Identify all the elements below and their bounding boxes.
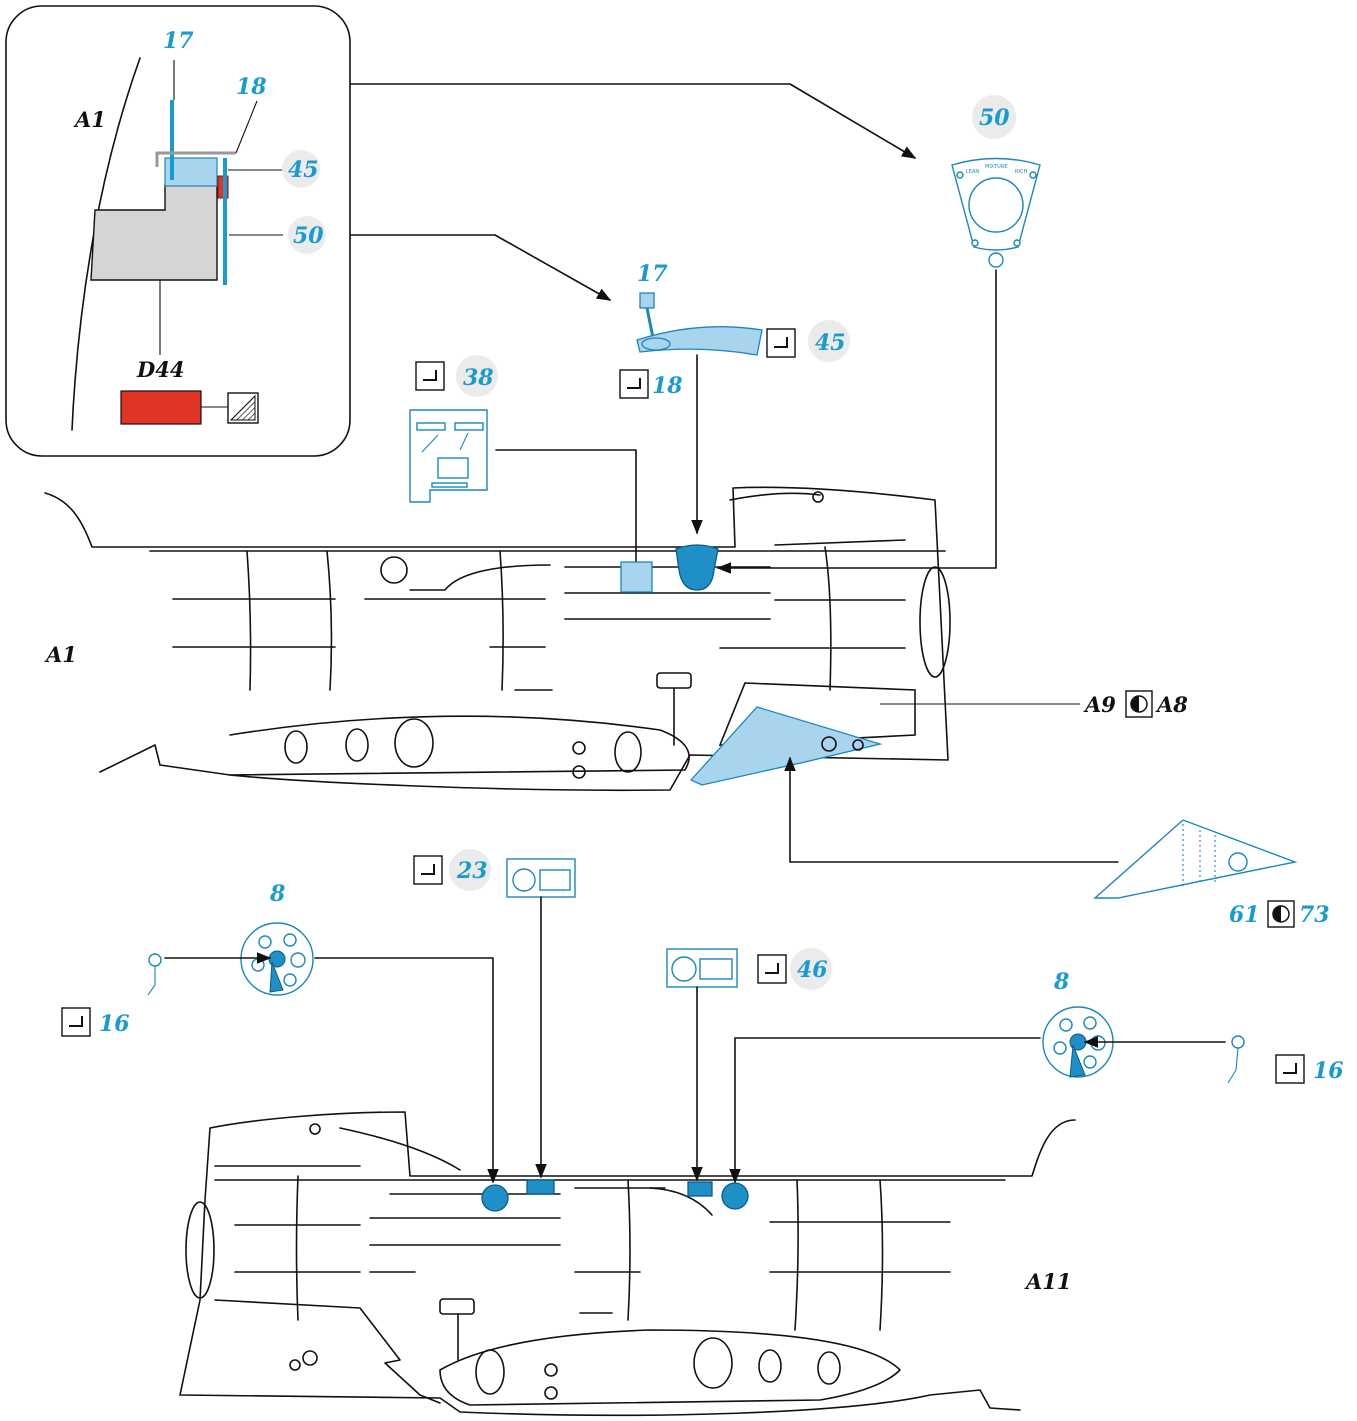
fuselage-dial-right (721, 1182, 749, 1210)
pe-text-mixture: MIXTURE (985, 164, 1007, 170)
label-throttle-18: 18 (652, 373, 683, 399)
left-right-mirror-icon (1125, 690, 1153, 718)
dial-left-8: 8 (240, 881, 314, 996)
leader-50-to-fuselage (716, 269, 997, 574)
pe-part-50: 50 LEAN MIXTURE RICH (951, 95, 1041, 268)
fuselage-part-38 (620, 561, 653, 593)
leader-to-50 (349, 83, 917, 159)
inset-part-18 (155, 151, 236, 167)
fuselage-part-23 (526, 1179, 555, 1195)
label-fuselage-a11: A11 (1024, 1269, 1072, 1294)
label-a8: A8 (1155, 692, 1188, 717)
label-73: 73 (1299, 902, 1330, 928)
bend-fold-icon (61, 1007, 91, 1037)
leader-to-throttle (349, 234, 612, 301)
throttle-quadrant (636, 326, 763, 356)
label-45: 45 (288, 157, 319, 183)
pe-triangle-61-73 (1093, 819, 1298, 899)
bend-fold-icon (757, 954, 787, 984)
label-61: 61 (1229, 902, 1260, 928)
bubble-38 (456, 355, 498, 397)
pe-text-rich: RICH (1015, 169, 1027, 175)
left-right-mirror-icon (1267, 900, 1295, 928)
bubble-46 (790, 948, 832, 990)
decal-d44 (120, 390, 202, 425)
lever-left-16 (147, 953, 162, 996)
bend-fold-icon (415, 361, 445, 391)
bubble-50 (288, 216, 326, 254)
leader-triangle-to-fuselage (784, 756, 1119, 863)
label-pe-50: 50 (979, 105, 1010, 131)
bend-fold-icon (766, 328, 796, 358)
fuselage-part-46 (687, 1181, 713, 1197)
throttle-assembly: 17 45 18 (619, 261, 850, 399)
paint-masking-icon (227, 392, 259, 424)
fuselage-half-a11 (179, 1111, 1076, 1417)
fuselage-dial-left (481, 1184, 509, 1212)
label-throttle-45: 45 (815, 330, 846, 356)
inset-part-17-lever (170, 100, 174, 180)
label-18: 18 (236, 74, 267, 100)
dial-right-8: 8 (1042, 969, 1114, 1078)
leader-dial-right (729, 1037, 1041, 1184)
panel-46: 46 (666, 948, 832, 990)
label-17: 17 (163, 28, 194, 54)
panel-38: 38 (409, 355, 498, 503)
label-46: 46 (797, 957, 828, 983)
label-a1-inset: A1 (73, 107, 106, 132)
leader-38-to-fuselage (495, 449, 642, 579)
label-23: 23 (456, 858, 488, 884)
bubble-45 (282, 150, 320, 188)
label-dial-right-8: 8 (1053, 969, 1069, 995)
bubble-23 (449, 849, 491, 891)
fuselage-part-throttle (675, 544, 719, 591)
label-dial-left-8: 8 (269, 881, 285, 907)
lever-right-16 (1227, 1035, 1245, 1084)
fuselage-half-a1 (44, 486, 951, 792)
bubble-pe-50 (972, 95, 1016, 139)
pe-text-lean: LEAN (966, 169, 979, 175)
panel-23: 23 (413, 849, 576, 898)
label-50: 50 (293, 223, 324, 249)
bend-fold-icon (1275, 1054, 1305, 1084)
leader-dial-left (314, 957, 499, 1184)
label-d44: D44 (136, 357, 184, 382)
bubble-throttle-45 (808, 320, 850, 362)
bend-fold-icon (619, 369, 649, 399)
sidewall-triangle-61 (689, 706, 883, 786)
label-38: 38 (463, 365, 494, 391)
label-lever-left-16: 16 (99, 1011, 130, 1037)
label-throttle-17: 17 (637, 261, 668, 287)
detail-inset: 17 18 45 50 A1 D44 (5, 5, 351, 457)
bend-fold-icon (413, 855, 443, 885)
label-fuselage-a1: A1 (44, 642, 77, 667)
label-lever-right-16: 16 (1313, 1058, 1344, 1084)
label-a9: A9 (1083, 692, 1116, 717)
